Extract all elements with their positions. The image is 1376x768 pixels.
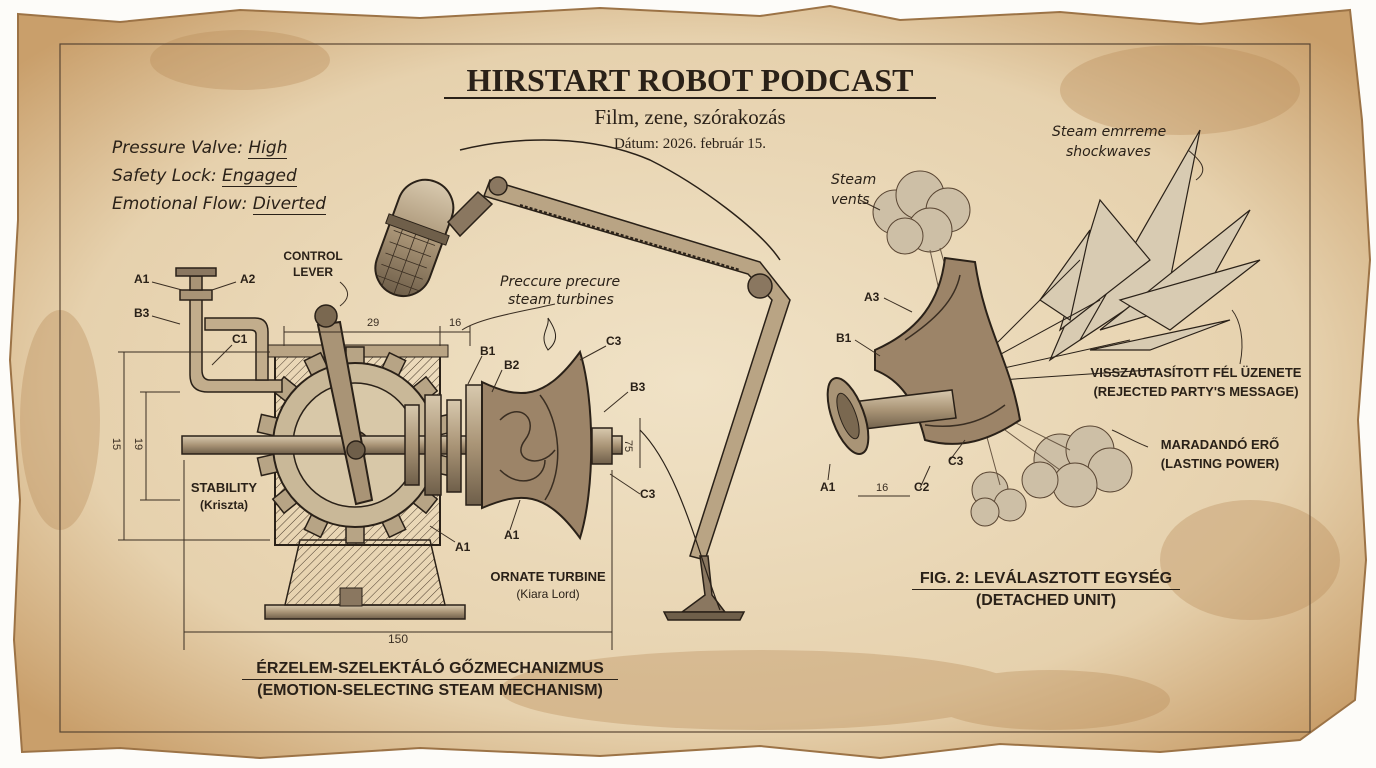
stability-label: STABILITY [190, 480, 258, 495]
turbine-note-1: Preccure precure [500, 274, 621, 290]
emotional-flow-note: Emotional Flow: Diverted [112, 190, 327, 218]
steam-clouds [872, 170, 1133, 527]
part-c3-right: C3 [640, 487, 656, 501]
dim-150: 150 [388, 632, 409, 646]
mechanism-caption: ÉRZELEM-SZELEKTÁLÓ GŐZMECHANIZMUS [256, 660, 604, 677]
safety-lock-value: Engaged [221, 166, 297, 187]
dim-75: 75 [622, 439, 635, 453]
dim-16: 16 [449, 317, 462, 329]
dim-29: 29 [367, 317, 380, 329]
stability-name: (Kriszta) [199, 498, 248, 512]
page-date: Dátum: 2026. február 15. [613, 136, 767, 152]
water-stains [20, 30, 1340, 730]
part-b3: B3 [134, 306, 150, 320]
page-subtitle: Film, zene, szórakozás [594, 105, 786, 129]
steam-vents-note-2: vents [831, 192, 870, 208]
emotional-flow-value: Diverted [252, 194, 327, 215]
microphone [374, 178, 494, 298]
detached-caption: FIG. 2: LEVÁLASZTOTT EGYSÉG [919, 570, 1173, 587]
dim-16-detached: 16 [876, 482, 889, 494]
coupling [404, 384, 483, 506]
status-notes: Pressure Valve: High Safety Lock: Engage… [112, 134, 327, 218]
part-b3-right: B3 [630, 380, 646, 394]
shockwaves-note-2: shockwaves [1066, 144, 1151, 160]
part-c1: C1 [232, 332, 248, 346]
turbine-note-2: steam turbines [508, 292, 614, 308]
leader-lines-right [827, 149, 1243, 497]
detached-caption-underline [912, 589, 1180, 590]
dim-15: 15 [110, 437, 123, 451]
pressure-valve-note: Pressure Valve: High [112, 134, 326, 162]
emotional-flow-label: Emotional Flow: [112, 194, 248, 214]
lasting-power-label-en: (LASTING POWER) [1160, 456, 1280, 471]
ornate-turbine-label: ORNATE TURBINE [490, 569, 606, 584]
part-b1-detached: B1 [836, 331, 852, 345]
steam-vents-note-1: Steam [831, 172, 877, 188]
shockwaves-note-1: Steam emrreme [1052, 124, 1167, 140]
leader-lines-left [151, 281, 641, 543]
detached-caption-en: (DETACHED UNIT) [975, 592, 1117, 609]
control-lever-label-1: CONTROL [283, 249, 343, 263]
lasting-power-label: MARADANDÓ ERŐ [1160, 437, 1280, 452]
mechanism-caption-en: (EMOTION-SELECTING STEAM MECHANISM) [257, 682, 603, 699]
part-c3-detached: C3 [948, 454, 964, 468]
microphone-arm [459, 139, 791, 621]
part-a1: A1 [134, 272, 150, 286]
dimension-lines-left [118, 326, 641, 650]
pressure-valve-value: High [248, 138, 288, 159]
shock-rays [989, 259, 1151, 381]
control-lever-label-2: LEVER [292, 265, 333, 279]
pressure-valve-label: Pressure Valve: [112, 138, 243, 158]
page-title: HIRSTART ROBOT PODCAST [466, 62, 914, 98]
rejected-message-label-en: (REJECTED PARTY'S MESSAGE) [1093, 384, 1299, 399]
steam-pipe [175, 267, 283, 393]
part-c2: C2 [914, 480, 930, 494]
part-b2: B2 [504, 358, 520, 372]
ornate-turbine-name: (Kiara Lord) [516, 587, 580, 601]
control-lever [314, 304, 374, 506]
machine-base [264, 539, 466, 620]
mechanism-caption-underline [242, 679, 618, 680]
part-b1: B1 [480, 344, 496, 358]
ornate-turbine [481, 317, 613, 541]
safety-lock-label: Safety Lock: [112, 166, 217, 186]
part-a1-turbine: A1 [504, 528, 520, 542]
dim-19: 19 [132, 437, 145, 451]
safety-lock-note: Safety Lock: Engaged [112, 162, 326, 190]
part-c3: C3 [606, 334, 622, 348]
drawing-border [59, 43, 1311, 733]
part-a1-lower: A1 [455, 540, 471, 554]
rejected-message-label: VISSZAUTASÍTOTT FÉL ÜZENETE [1090, 365, 1302, 380]
part-a2: A2 [240, 272, 256, 286]
detached-shaft [826, 377, 957, 455]
part-a1-detached: A1 [820, 480, 836, 494]
part-a3: A3 [864, 290, 880, 304]
